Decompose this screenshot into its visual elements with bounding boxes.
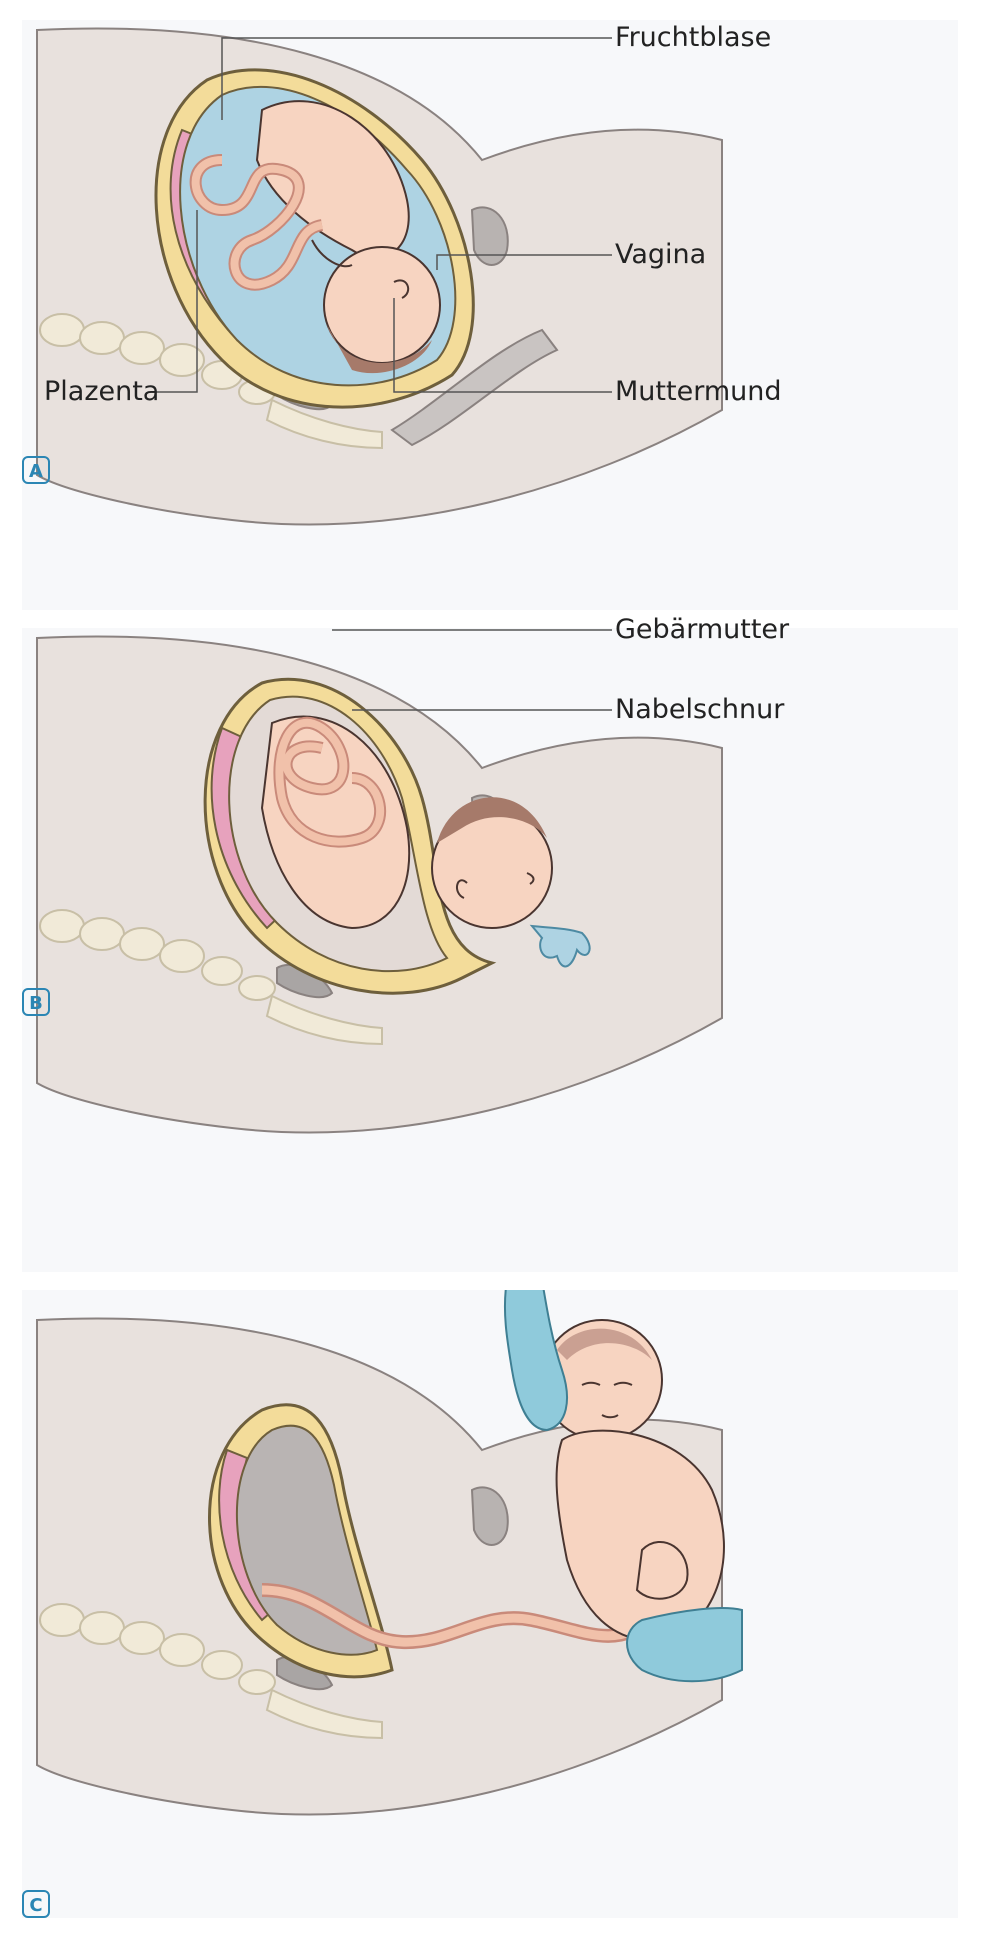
amniotic-fluid-outflow — [529, 924, 591, 968]
leader-vagina — [436, 254, 612, 270]
badge-c: C — [22, 1890, 50, 1918]
gloved-hand-top — [503, 1290, 568, 1432]
panel-c-illustration — [36, 1290, 743, 1816]
fetus — [260, 715, 553, 930]
panel-b-illustration — [36, 629, 723, 1134]
panel-c: C — [22, 1290, 958, 1918]
spine — [39, 909, 383, 1046]
label-plazenta: Plazenta — [44, 376, 160, 407]
badge-b: B — [22, 988, 50, 1016]
gloved-hand-bottom — [626, 1607, 743, 1683]
label-fruchtblase: Fruchtblase — [615, 22, 772, 53]
bladder — [470, 1486, 509, 1546]
panel-b: Gebärmutter Nabelschnur B — [22, 614, 958, 1272]
label-nabelschnur: Nabelschnur — [615, 694, 785, 725]
panel-a-illustration — [36, 27, 723, 526]
fetus — [255, 100, 441, 374]
leader-fruchtblase — [221, 37, 612, 120]
leader-muttermund — [393, 298, 612, 393]
badge-a: A — [22, 456, 50, 484]
label-gebaermutter: Gebärmutter — [615, 614, 790, 645]
label-muttermund: Muttermund — [615, 376, 782, 407]
bladder — [470, 206, 509, 266]
vaginal-canal — [390, 328, 559, 447]
spine — [39, 1603, 383, 1740]
leader-plazenta — [152, 210, 198, 393]
panel-a: Fruchtblase Vagina Plazenta Muttermund A — [22, 20, 958, 610]
label-vagina: Vagina — [615, 239, 707, 270]
newborn — [541, 1319, 725, 1642]
spine — [39, 313, 383, 450]
